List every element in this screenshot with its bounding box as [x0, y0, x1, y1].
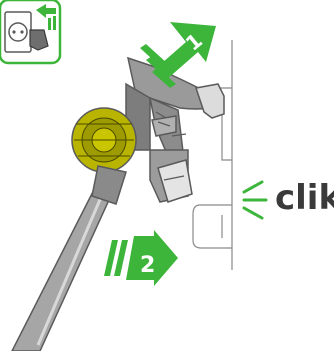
dock-lower-cradle	[193, 205, 232, 248]
plug-body	[30, 30, 48, 50]
click-sound-label: clik	[275, 181, 334, 215]
wand-collar	[92, 166, 126, 204]
click-sound-lines	[244, 182, 266, 218]
body-dock-bracket	[196, 84, 224, 118]
vacuum-body	[72, 58, 224, 204]
wall-socket-plug-icon	[0, 0, 60, 63]
neck-plate	[152, 116, 176, 136]
step-2-number: 2	[140, 253, 155, 278]
wall-dock	[193, 40, 232, 270]
